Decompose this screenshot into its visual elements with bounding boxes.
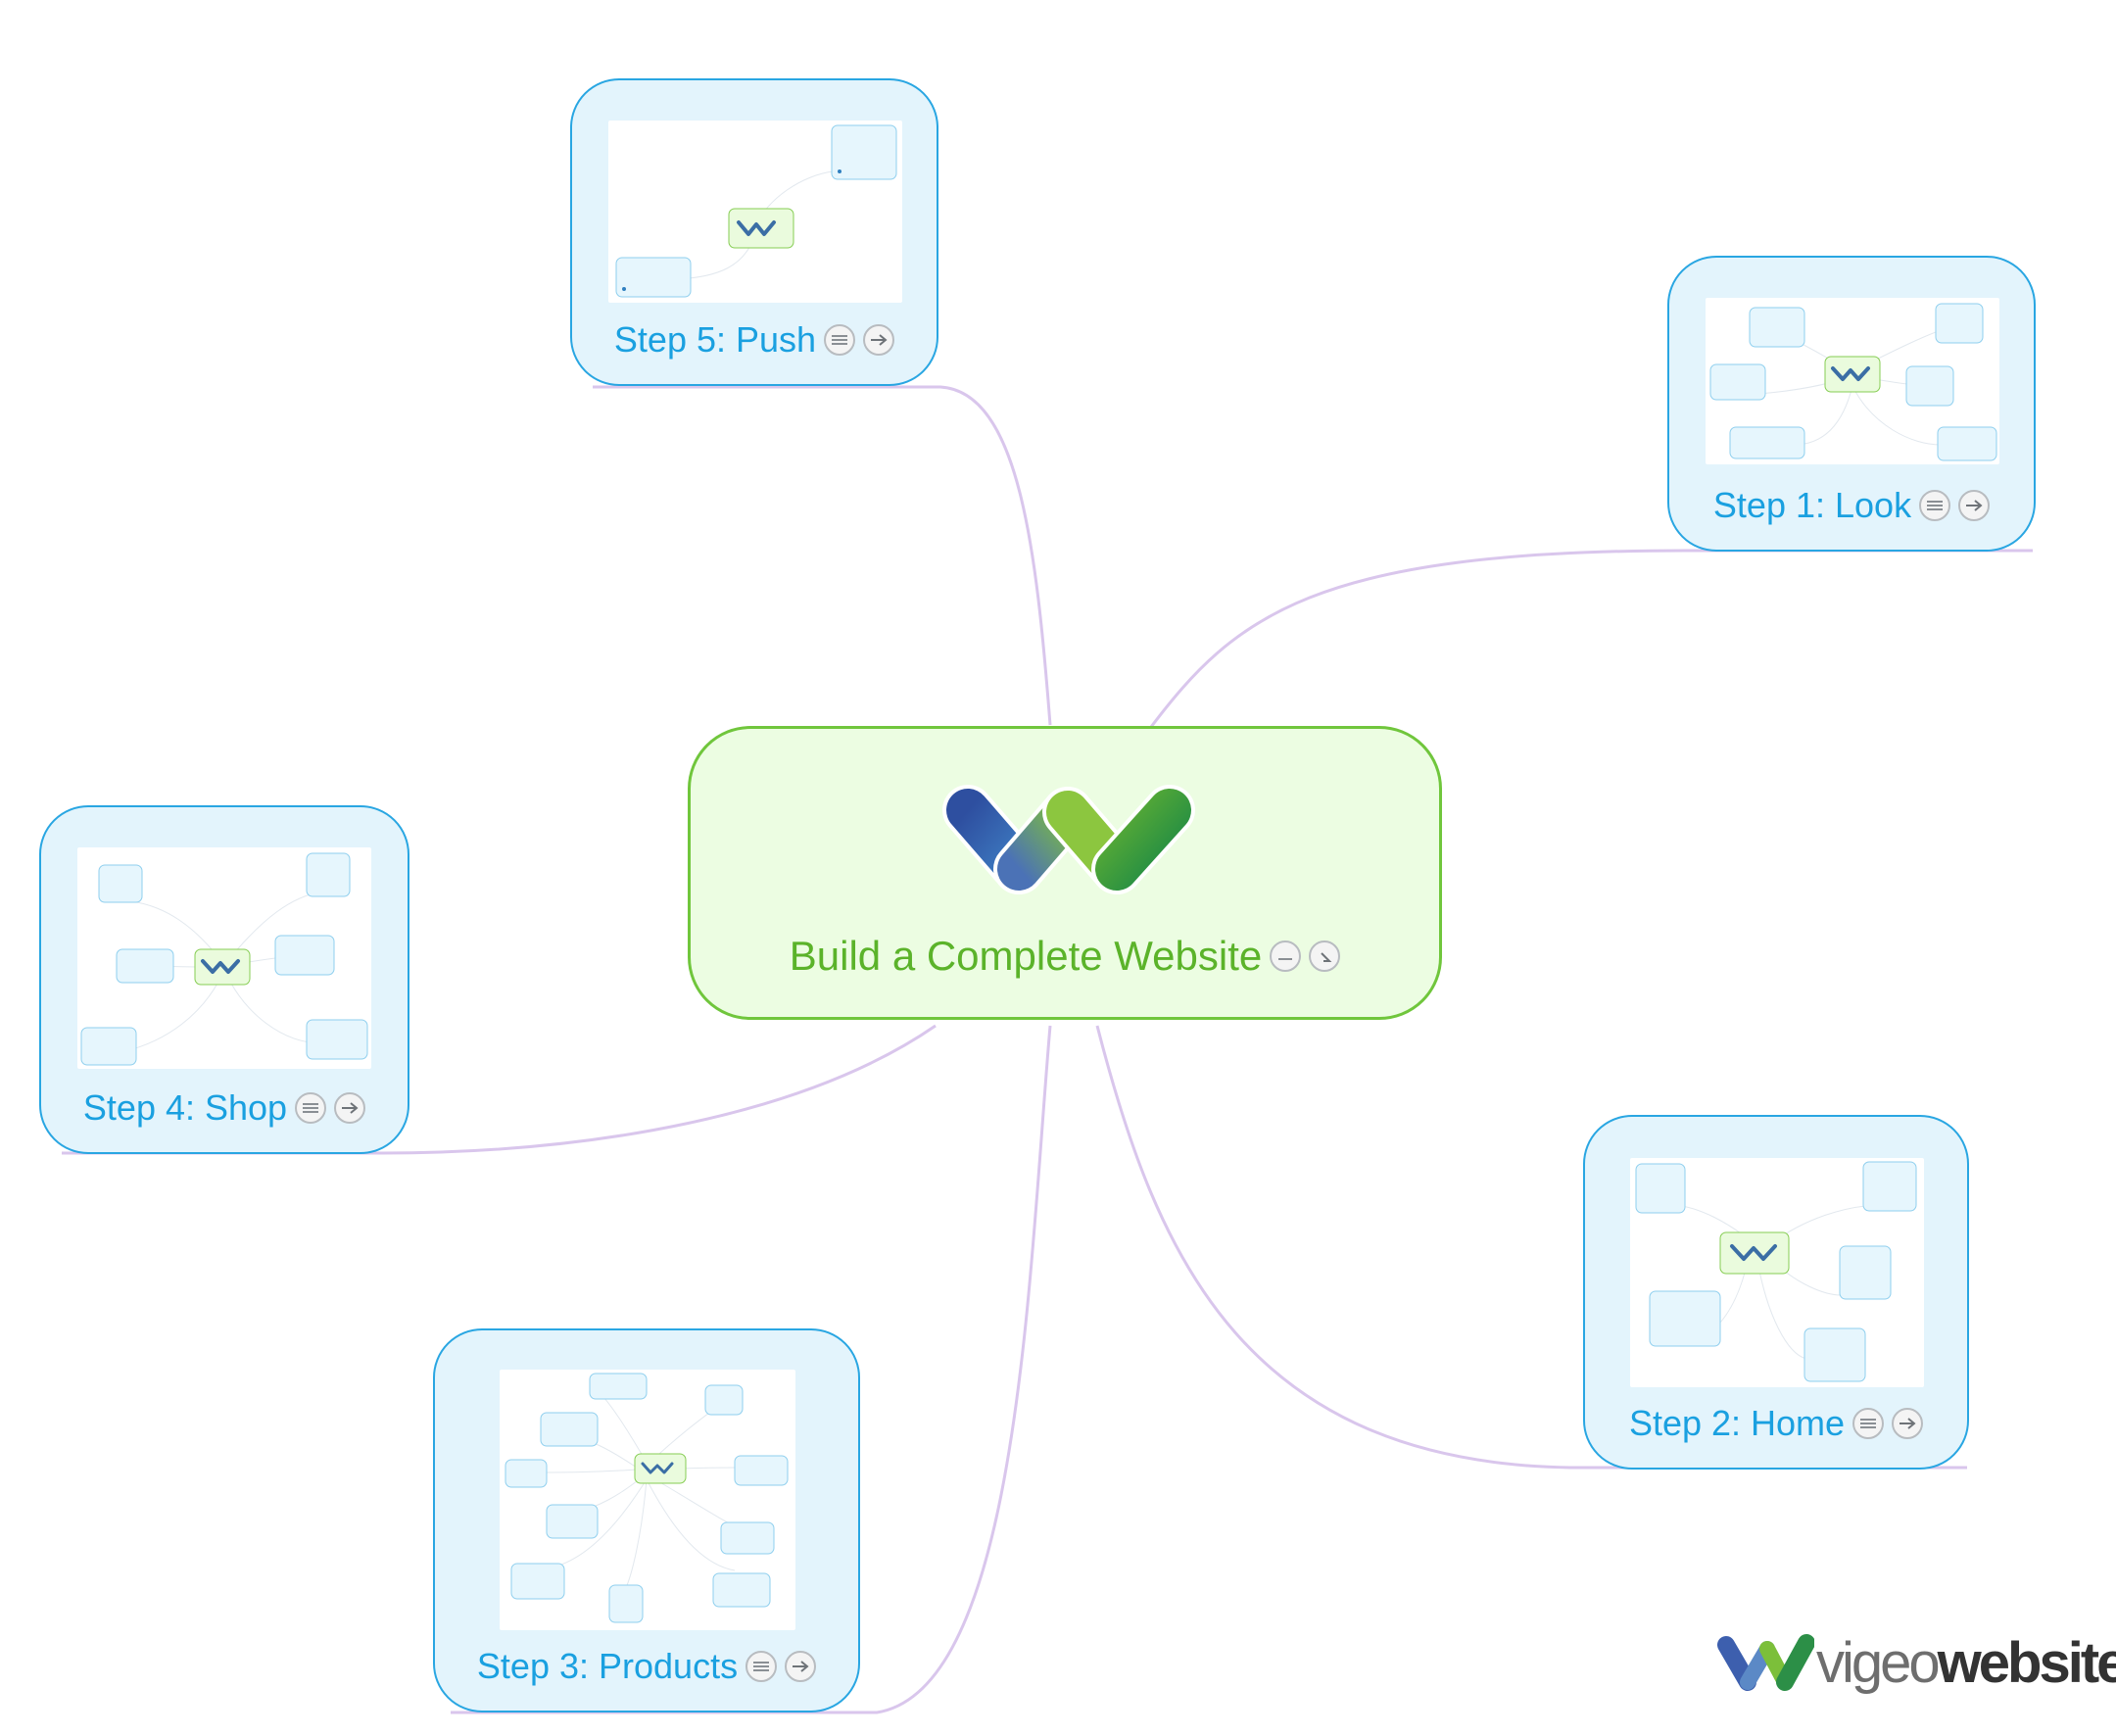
connector-step-4: [62, 1024, 937, 1155]
central-node[interactable]: Build a Complete Website: [688, 726, 1442, 1020]
notes-icon[interactable]: [1852, 1408, 1885, 1439]
arrow-right-icon[interactable]: [863, 324, 895, 356]
step-node-2[interactable]: Step 2: Home: [1583, 1115, 1969, 1470]
arrow-right-icon[interactable]: [1892, 1408, 1924, 1439]
brand-logo: vigeowebsite: [1712, 1624, 2116, 1703]
notes-icon[interactable]: [1919, 490, 1951, 521]
step-2-thumbnail: [1630, 1158, 1924, 1387]
arrow-right-icon[interactable]: [785, 1651, 817, 1682]
step-5-label: Step 5: Push: [613, 319, 817, 360]
w-logo-icon: [942, 785, 1195, 894]
arrow-right-icon[interactable]: [1958, 490, 1991, 521]
connector-step-5: [593, 385, 1052, 726]
connector-step-3: [451, 1025, 1052, 1714]
step-node-5[interactable]: Step 5: Push: [570, 78, 938, 386]
notes-icon[interactable]: [1270, 940, 1302, 972]
step-1-thumbnail: [1706, 298, 1999, 464]
central-title: Build a Complete Website: [789, 933, 1263, 979]
w-logo-icon: [1717, 1634, 1814, 1691]
brand-wordmark: vigeowebsite: [1816, 1635, 2116, 1692]
notes-icon[interactable]: [745, 1651, 778, 1682]
step-3-thumbnail: [500, 1370, 795, 1630]
step-3-label: Step 3: Products: [476, 1646, 739, 1686]
step-4-thumbnail: [77, 847, 371, 1069]
step-1-label: Step 1: Look: [1712, 485, 1912, 525]
notes-icon[interactable]: [295, 1092, 327, 1124]
step-5-thumbnail: [608, 121, 902, 303]
step-node-3[interactable]: Step 3: Products: [433, 1328, 860, 1712]
step-2-label: Step 2: Home: [1628, 1403, 1846, 1443]
brand-prefix: vigeo: [1816, 1631, 1941, 1695]
step-4-label: Step 4: Shop: [82, 1087, 288, 1128]
brand-suffix: website: [1937, 1631, 2116, 1695]
connector-step-1: [1149, 549, 2033, 728]
link-icon[interactable]: [1309, 940, 1341, 972]
notes-icon[interactable]: [824, 324, 856, 356]
connector-step-2: [1095, 1025, 1967, 1470]
arrow-right-icon[interactable]: [334, 1092, 366, 1124]
step-node-1[interactable]: Step 1: Look: [1667, 256, 2036, 552]
step-node-4[interactable]: Step 4: Shop: [39, 805, 409, 1154]
